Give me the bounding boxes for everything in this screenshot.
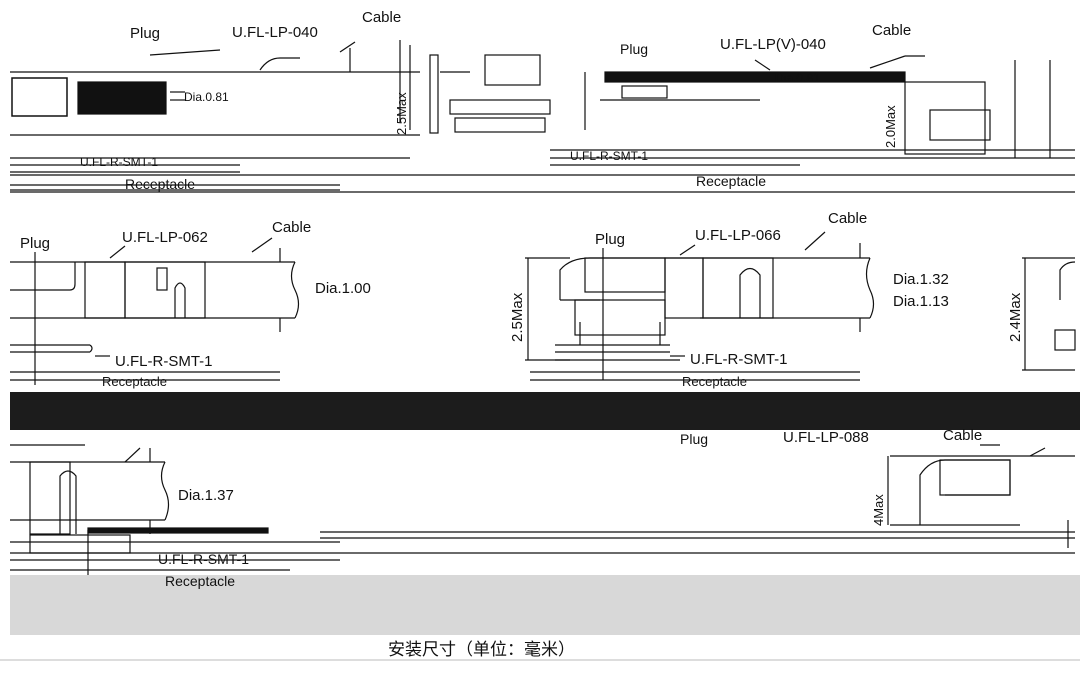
gray-footer-band [10, 575, 1080, 635]
label-plug-lp-v-040: Plug [620, 41, 648, 57]
label-height-lp-088: 4Max [871, 494, 886, 526]
cable-jacket-lp-040 [77, 81, 167, 115]
label-height-lp-066: 2.5Max [509, 292, 526, 342]
drawing-lp-dia-137 [10, 444, 1075, 578]
label-cable-lp-v-040: Cable [872, 22, 911, 39]
drawing-lp-088 [320, 444, 1075, 548]
label-cable-lp-062: Cable [272, 219, 311, 236]
label-part-lp-062: U.FL-LP-062 [122, 229, 208, 246]
label-receptacle-lp-040: Receptacle [125, 176, 195, 192]
label-part-lp-088: U.FL-LP-088 [783, 429, 869, 446]
label-part-lp-040: U.FL-LP-040 [232, 24, 318, 41]
caption: 安装尺寸（单位：毫米） [388, 640, 575, 660]
drawing-lp-040 [10, 40, 551, 191]
label-plug-lp-062: Plug [20, 235, 50, 252]
label-receptacle-lp-v-040: Receptacle [696, 173, 766, 189]
label-height-lp-040: 2.5Max [394, 92, 409, 135]
label-receptacle-part-137: U.FL-R-SMT-1 [158, 551, 249, 567]
label-plug-lp-066: Plug [595, 231, 625, 248]
label-receptacle-lp-066: Receptacle [682, 374, 747, 389]
label-receptacle-137: Receptacle [165, 573, 235, 589]
label-dia1-lp-066: Dia.1.32 [893, 271, 949, 288]
label-dia-lp-040: Dia.0.81 [184, 90, 229, 104]
label-plug-lp-040: Plug [130, 25, 160, 42]
label-receptacle-part-lp-v-040: U.FL-R-SMT-1 [570, 149, 648, 163]
label-cable-lp-088: Cable [943, 427, 982, 444]
label-receptacle-part-lp-040: U.FL-R-SMT-1 [80, 155, 158, 169]
drawing-lp-066 [525, 231, 875, 381]
black-band [10, 392, 1080, 430]
label-dia-137: Dia.1.37 [178, 487, 234, 504]
label-height-lp-v-040: 2.0Max [883, 105, 898, 148]
drawing-lp-v-040 [10, 55, 1075, 193]
label-receptacle-lp-062: Receptacle [102, 374, 167, 389]
label-plug-lp-088: Plug [680, 431, 708, 447]
label-height-partial: 2.4Max [1007, 292, 1024, 342]
label-dia-lp-062: Dia.1.00 [315, 280, 371, 297]
label-part-lp-066: U.FL-LP-066 [695, 227, 781, 244]
label-dia-lp-v-040: Dia.0.81 [775, 71, 820, 85]
drawing-lp-062 [10, 237, 300, 385]
label-dia2-lp-066: Dia.1.13 [893, 293, 949, 310]
label-part-lp-v-040: U.FL-LP(V)-040 [720, 36, 826, 53]
label-cable-lp-066: Cable [828, 210, 867, 227]
label-cable-lp-040: Cable [362, 9, 401, 26]
label-receptacle-part-lp-066: U.FL-R-SMT-1 [690, 351, 788, 368]
drawing-lp-partial [1022, 257, 1076, 371]
label-receptacle-part-lp-062: U.FL-R-SMT-1 [115, 353, 213, 370]
